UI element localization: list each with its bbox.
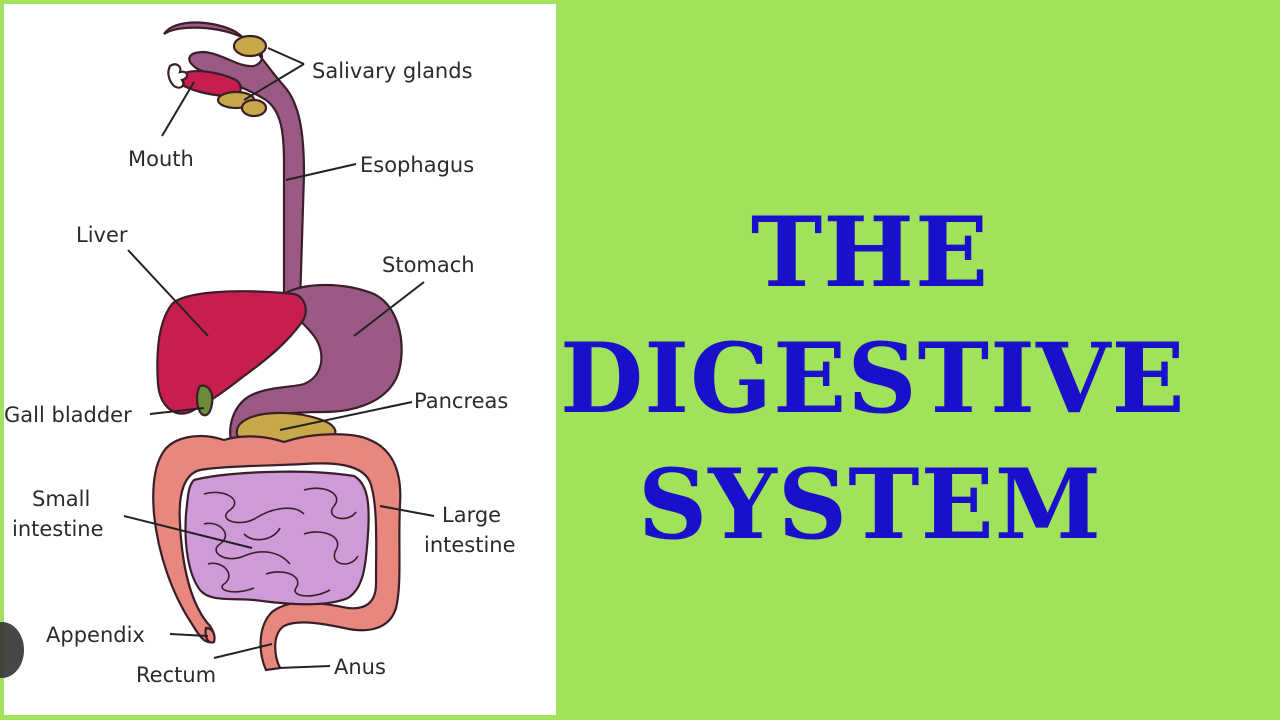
label-small-intestine-1: Small (32, 487, 90, 511)
label-mouth: Mouth (128, 147, 194, 171)
label-large-intestine-1: Large (442, 503, 501, 527)
gall-bladder-shape (195, 384, 214, 417)
title-line-1: THE (750, 196, 990, 309)
label-gall-bladder: Gall bladder (4, 403, 132, 427)
label-esophagus: Esophagus (360, 153, 474, 177)
esophagus-shape (163, 21, 306, 308)
label-small-intestine-2: intestine (12, 517, 104, 541)
label-appendix: Appendix (46, 623, 145, 647)
intestine-coils (203, 487, 359, 597)
label-salivary-glands: Salivary glands (312, 59, 473, 83)
title-line-3: SYSTEM (637, 448, 1103, 561)
lips-shape (167, 63, 189, 89)
small-intestine-shape (184, 470, 370, 606)
salivary-gland-low (240, 98, 268, 118)
digestive-system-diagram: Salivary glands Mouth Esophagus Liver St… (4, 21, 516, 687)
salivary-gland-top (232, 34, 268, 58)
label-pancreas: Pancreas (414, 389, 508, 413)
label-anus: Anus (334, 655, 386, 679)
label-liver: Liver (76, 223, 128, 247)
page-title: THE DIGESTIVE SYSTEM (560, 190, 1186, 568)
label-large-intestine-2: intestine (424, 533, 516, 557)
leader-lines (123, 47, 435, 669)
title-line-2: DIGESTIVE (560, 322, 1186, 435)
label-rectum: Rectum (136, 663, 216, 687)
diagram-panel: Salivary glands Mouth Esophagus Liver St… (4, 4, 556, 715)
label-stomach: Stomach (382, 253, 475, 277)
